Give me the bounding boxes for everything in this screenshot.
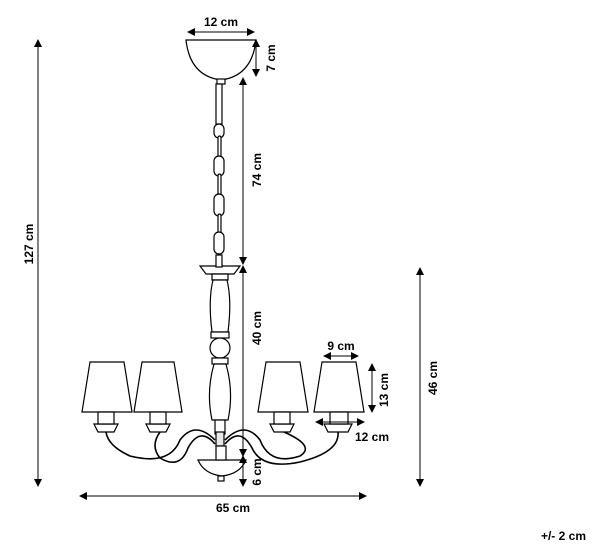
label-chain-length: 74 cm (250, 153, 264, 187)
label-body-height: 40 cm (250, 311, 264, 345)
shade-1 (81, 361, 133, 413)
hanging-rod (215, 83, 223, 125)
lamp-shades (81, 361, 365, 425)
canopy-nipple (216, 78, 226, 85)
crown (198, 265, 242, 275)
candle-cups (93, 423, 353, 433)
bottom-bowl (197, 459, 247, 477)
tolerance-note: +/- 2 cm (541, 529, 586, 543)
ceiling-canopy (185, 39, 257, 81)
label-shade-top-width: 9 cm (327, 339, 354, 353)
label-shade-height: 13 cm (377, 373, 391, 407)
label-shade-bottom-width: 12 cm (355, 430, 389, 444)
chain (213, 123, 225, 255)
label-fixture-height: 46 cm (426, 361, 440, 395)
center-column (208, 273, 232, 447)
shade-2 (133, 361, 183, 413)
label-bottom-height: 6 cm (250, 458, 264, 485)
label-total-height: 127 cm (22, 224, 36, 265)
shade-4 (313, 361, 365, 413)
label-canopy-height: 7 cm (264, 44, 278, 71)
dimension-lines (34, 28, 424, 500)
dimension-labels: 12 cm 7 cm 74 cm 127 cm 40 cm 9 cm 13 cm… (22, 15, 586, 543)
label-total-width: 65 cm (216, 501, 250, 515)
label-canopy-width: 12 cm (204, 15, 238, 29)
shade-3 (257, 361, 309, 413)
chandelier-illustration (81, 39, 365, 482)
